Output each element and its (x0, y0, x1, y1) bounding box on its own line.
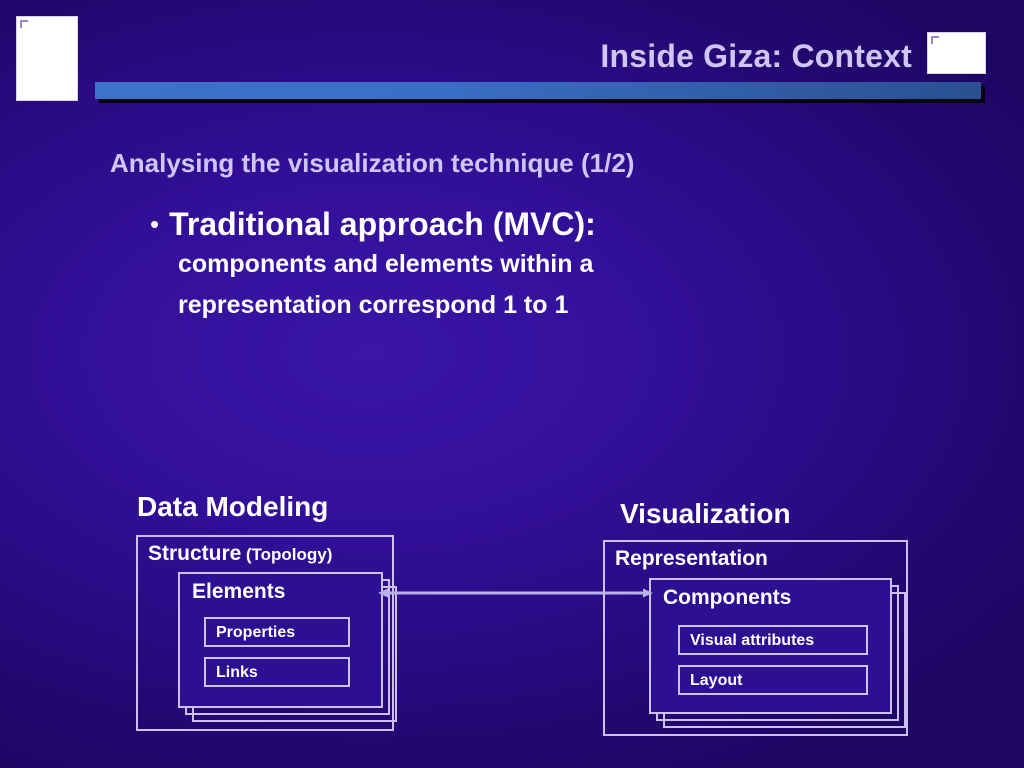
diagram-box-representation: Representation (603, 540, 908, 736)
representation-label-main: Representation (615, 547, 768, 570)
bullet-body-text: components and elements within a represe… (178, 250, 594, 319)
diagram-stack-elements: Elements Properties Links (178, 572, 397, 722)
bullet-block: • Traditional approach (MVC): components… (150, 204, 770, 326)
structure-label-sub: (Topology) (245, 545, 333, 564)
diagram-stack-components: Components Visual attributes Layout (649, 578, 906, 728)
diagram-heading-visualization: Visualization (620, 498, 791, 529)
slide-title: Inside Giza: Context (600, 38, 912, 74)
diagram-box-links: Links (204, 657, 350, 687)
stack-title-components: Components (663, 586, 792, 609)
header-image-placeholder-right (927, 32, 986, 74)
diagram-heading-data-modeling: Data Modeling (137, 491, 329, 522)
stack-plate-front: Components Visual attributes Layout (649, 578, 892, 714)
structure-label-main: Structure (148, 542, 242, 565)
title-divider-bar (95, 82, 981, 99)
diagram-box-visual-attributes: Visual attributes (678, 625, 868, 655)
diagram-box-structure-label: Structure (Topology) (148, 542, 332, 566)
stack-plate-front: Elements Properties Links (178, 572, 383, 708)
broken-image-icon (931, 36, 939, 44)
bullet-row: • Traditional approach (MVC): (150, 204, 770, 244)
diagram-box-representation-label: Representation (615, 547, 768, 571)
stack-title-elements: Elements (192, 580, 286, 603)
section-subtitle: Analysing the visualization technique (1… (110, 148, 635, 178)
header-image-placeholder-left (16, 16, 78, 101)
bullet-marker-icon: • (150, 209, 160, 239)
title-divider (95, 82, 985, 103)
diagram-box-structure: Structure (Topology) (136, 535, 394, 731)
broken-image-icon (20, 20, 28, 28)
diagram-box-layout: Layout (678, 665, 868, 695)
bullet-heading: Traditional approach (MVC): (169, 206, 596, 242)
connector-double-arrow (378, 588, 653, 598)
diagram-box-properties: Properties (204, 617, 350, 647)
